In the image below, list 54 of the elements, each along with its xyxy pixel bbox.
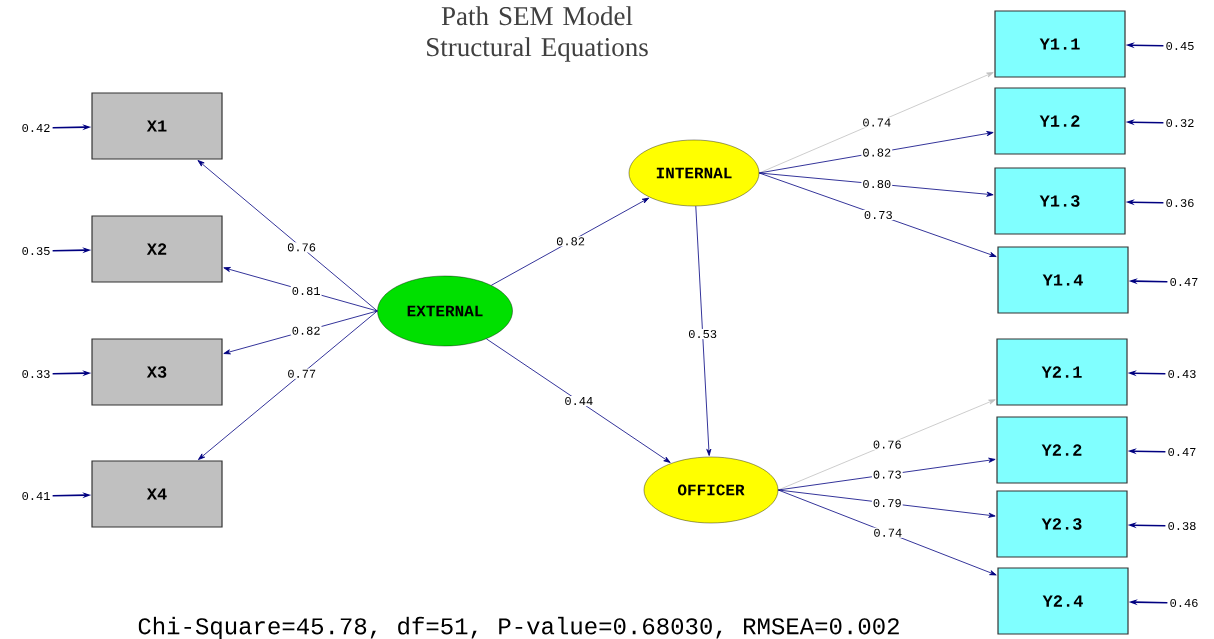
error-value: 0.46 [1170,598,1198,608]
arrow [777,489,996,518]
variable-box: Y2.2 [996,416,1128,484]
arrow [758,172,997,257]
edge-label: 0.77 [286,368,318,379]
edge-label: 0.82 [290,325,322,336]
edge-label: 0.80 [861,178,893,190]
edge-label: 0.53 [687,328,719,340]
variable-box: X3 [91,338,223,406]
arrow [695,205,712,456]
variable-box: X2 [91,215,223,283]
variable-box: Y1.4 [997,246,1129,314]
fit-statistics: Chi-Square=45.78, df=51, P-value=0.68030, RMSEA=0.002 [138,616,899,639]
error-value: 0.41 [22,491,50,501]
edge-label: 0.76 [286,242,317,253]
variable-box: Y2.3 [996,490,1128,558]
arrow [758,172,994,197]
arrow [777,399,996,491]
edge-label: 0.74 [872,527,904,538]
variable-box: X1 [91,92,223,160]
arrow [777,457,996,491]
edge-label: 0.74 [861,117,893,128]
arrow [758,72,994,174]
edge-label: 0.73 [871,469,903,480]
error-value: 0.43 [1168,369,1196,379]
error-value: 0.36 [1166,198,1194,208]
error-value: 0.38 [1168,521,1196,531]
arrow [198,310,378,460]
error-value: 0.32 [1166,118,1194,128]
variable-box: Y2.4 [997,567,1129,635]
title: Path SEM Model Structural Equations [427,6,648,62]
edge-label: 0.79 [871,498,903,509]
variable-box: Y1.1 [994,10,1126,78]
variable-box: Y1.3 [994,167,1126,235]
edge-label: 0.73 [862,209,894,221]
error-value: 0.47 [1168,447,1196,457]
error-value: 0.47 [1170,277,1198,287]
edge-label: 0.76 [871,439,903,450]
variable-box: X4 [91,460,223,528]
arrow [777,489,997,576]
arrow [197,160,378,312]
edge-label: 0.81 [290,285,322,297]
error-value: 0.42 [22,123,50,133]
arrow [486,338,671,463]
arrow [490,197,650,286]
error-value: 0.35 [22,246,50,256]
edge-label: 0.82 [861,147,893,158]
variable-box: Y2.1 [996,338,1128,406]
edge-label: 0.44 [563,395,595,407]
variable-box: Y1.2 [994,87,1126,155]
edge-label: 0.82 [555,236,586,247]
error-value: 0.45 [1166,41,1194,51]
arrow [758,131,994,174]
error-value: 0.33 [22,369,50,379]
